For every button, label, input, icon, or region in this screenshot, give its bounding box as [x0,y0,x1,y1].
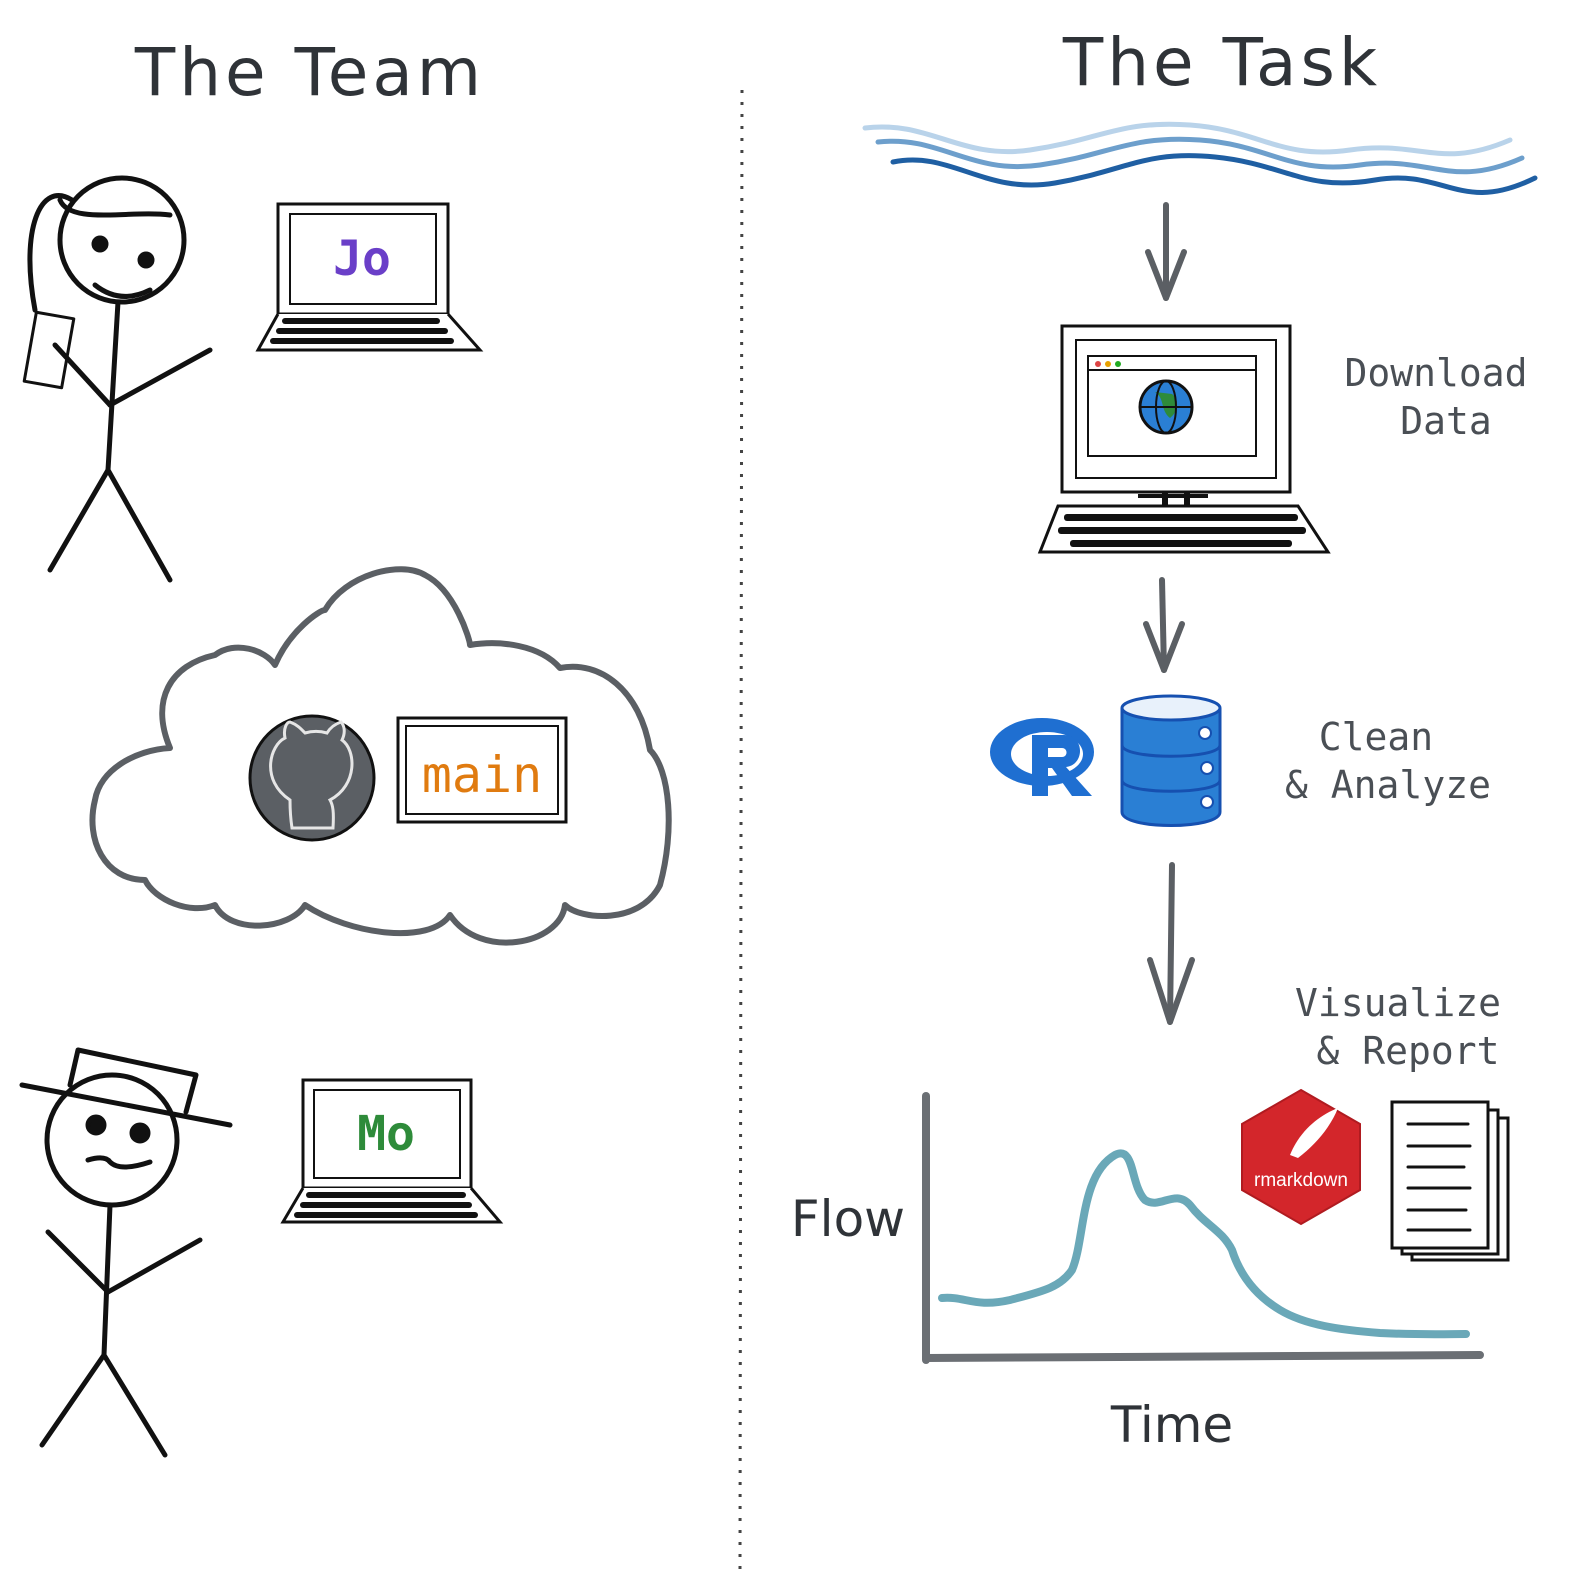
main-branch-box: main [396,716,568,824]
globe-icon [1138,379,1194,435]
desktop-computer-icon [1037,324,1331,554]
rmarkdown-label: rmarkdown [1254,1170,1348,1191]
jo-name-label: Jo [333,231,391,287]
step-visualize-line2: & Report [1316,1029,1499,1073]
step-download-line2: Data [1400,399,1492,443]
chart-x-axis [922,1351,1484,1362]
step-clean-line1: Clean [1319,715,1433,759]
step-clean-line2: & Analyze [1285,763,1491,807]
r-logo-icon [990,718,1094,796]
team-title: The Team [134,34,485,111]
mo-laptop: Mo [280,1078,504,1224]
task-title: The Task [1062,24,1381,101]
arrow-download [1145,202,1187,301]
mo-stick-figure [19,1047,233,1458]
river-icon [862,121,1538,195]
step-download-line1: Download [1344,351,1527,395]
hydrograph-chart: Flow Time [791,1092,1484,1454]
arrow-report [1147,862,1195,1025]
cloud-shape [89,566,672,946]
jo-laptop: Jo [255,202,484,352]
chart-xlabel: Time [1110,1396,1233,1454]
report-document-icon [1390,1100,1510,1262]
chart-ylabel: Flow [791,1190,905,1248]
mo-name-label: Mo [357,1106,415,1162]
arrow-clean [1143,577,1185,673]
jo-stick-figure [22,175,213,583]
github-icon [248,714,376,842]
rmarkdown-hex-icon: rmarkdown [1241,1088,1361,1226]
flow-line [938,1149,1470,1339]
main-branch-label: main [422,746,542,804]
panel-divider [738,89,744,1571]
step-visualize-line1: Visualize [1295,981,1501,1025]
database-icon [1120,694,1222,827]
